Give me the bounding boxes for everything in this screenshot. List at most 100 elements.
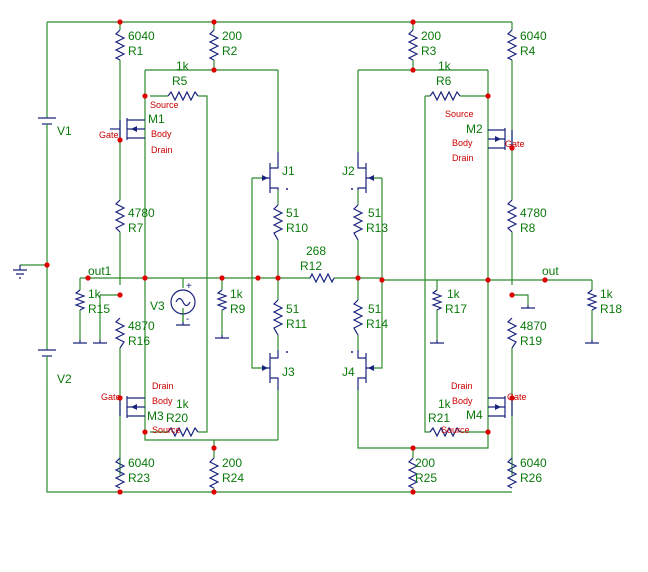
m4-label: M4 (466, 408, 483, 422)
r25-value: 200 (415, 456, 435, 470)
ground-icon (176, 322, 190, 326)
resistor-r11 (272, 299, 284, 336)
resistor-r14 (352, 299, 364, 336)
r2-value: 200 (222, 29, 242, 43)
r4-value: 6040 (520, 29, 547, 43)
r24-name: R24 (222, 471, 244, 485)
resistor-r26 (506, 457, 518, 489)
resistor-r24 (208, 457, 220, 489)
ground-icon (585, 340, 599, 344)
resistor-r17 (431, 289, 443, 311)
resistor-r1 (114, 29, 126, 61)
jfet-j1 (262, 152, 279, 193)
r19-name: R19 (520, 334, 542, 348)
ground-icon (215, 335, 229, 339)
ground-icon (13, 265, 27, 279)
resistor-r18 (586, 289, 598, 311)
jfet-j4 (357, 350, 374, 390)
ground-icon (93, 340, 107, 344)
resistor-r10 (272, 204, 284, 241)
v3-plus-mark: + (186, 281, 192, 292)
resistor-r5 (167, 90, 199, 102)
r7-value: 4780 (128, 206, 155, 220)
resistor-r16 (114, 317, 126, 349)
r20-value: 1k (176, 397, 190, 411)
r11-name: R11 (286, 317, 307, 331)
jfet-j2 (357, 152, 374, 193)
resistor-r13 (352, 204, 364, 241)
resistor-r20 (167, 426, 199, 438)
m1-source-label: Source (150, 100, 179, 110)
r23-name: R23 (128, 471, 150, 485)
v2-label: V2 (57, 372, 72, 386)
mosfet-m3 (119, 396, 145, 418)
resistor-labels: 6040 R1 200 R2 200 R3 6040 R4 1k R5 1k R… (88, 29, 622, 485)
r13-value: 51 (368, 206, 382, 220)
r2-name: R2 (222, 44, 238, 58)
r16-name: R16 (128, 334, 150, 348)
m3-body-label: Body (152, 396, 173, 406)
m4-source-label: Source (441, 425, 470, 435)
m1-drain-label: Drain (151, 145, 173, 155)
mosfet-m2 (488, 128, 513, 150)
resistor-r25 (407, 457, 419, 489)
r11-value: 51 (286, 302, 300, 316)
v3-minus-mark: - (186, 314, 189, 325)
resistor-r7 (114, 199, 126, 233)
mosfet-m4 (488, 396, 513, 418)
r12-name: R12 (300, 259, 322, 273)
r19-value: 4870 (520, 319, 547, 333)
resistor-r23 (114, 457, 126, 489)
resistor-r6 (429, 90, 461, 102)
r9-value: 1k (230, 287, 244, 301)
v1-label: V1 (57, 124, 72, 138)
resistor-r12 (309, 272, 335, 284)
r8-name: R8 (520, 221, 536, 235)
r6-name: R6 (436, 74, 452, 88)
net-out-label: out (542, 264, 559, 278)
m2-label: M2 (466, 122, 483, 136)
m4-gate-label: Gate (507, 392, 527, 402)
r21-name: R21 (428, 411, 450, 425)
r18-name: R18 (600, 302, 622, 316)
r5-name: R5 (172, 74, 188, 88)
r6-value: 1k (438, 59, 452, 73)
r10-value: 51 (286, 206, 300, 220)
r3-value: 200 (421, 29, 441, 43)
resistor-r3 (407, 29, 419, 61)
j1-label: J1 (282, 164, 295, 178)
m2-body-label: Body (452, 138, 473, 148)
m2-gate-label: Gate (505, 139, 525, 149)
m4-body-label: Body (452, 396, 473, 406)
r3-name: R3 (421, 44, 437, 58)
m4-drain-label: Drain (451, 381, 473, 391)
ground-icon (430, 340, 444, 344)
resistor-r21 (429, 426, 461, 438)
m3-source-label: Source (152, 425, 181, 435)
resistor-r15 (74, 289, 86, 311)
transistor-labels: M1 M2 M3 M4 J1 J2 J3 J4 (147, 112, 483, 423)
resistor-r4 (506, 29, 518, 61)
r24-value: 200 (222, 456, 242, 470)
r9-name: R9 (230, 302, 246, 316)
resistor-r9 (216, 289, 228, 311)
battery-v2 (38, 349, 56, 378)
r17-value: 1k (447, 287, 461, 301)
r10-name: R10 (286, 221, 308, 235)
ground-symbols (13, 265, 599, 344)
r16-value: 4870 (128, 319, 155, 333)
j4-label: J4 (342, 365, 355, 379)
resistor-symbols (74, 29, 598, 489)
r26-name: R26 (520, 471, 542, 485)
r25-name: R25 (415, 471, 437, 485)
r23-value: 6040 (128, 456, 155, 470)
net-labels: out1 out (88, 264, 559, 278)
m3-gate-label: Gate (101, 392, 121, 402)
m3-drain-label: Drain (152, 381, 174, 391)
r7-name: R7 (128, 221, 144, 235)
junction-dots (44, 19, 548, 495)
ac-source-v3 (170, 289, 196, 322)
r5-value: 1k (176, 59, 190, 73)
net-out1-label: out1 (88, 264, 112, 278)
